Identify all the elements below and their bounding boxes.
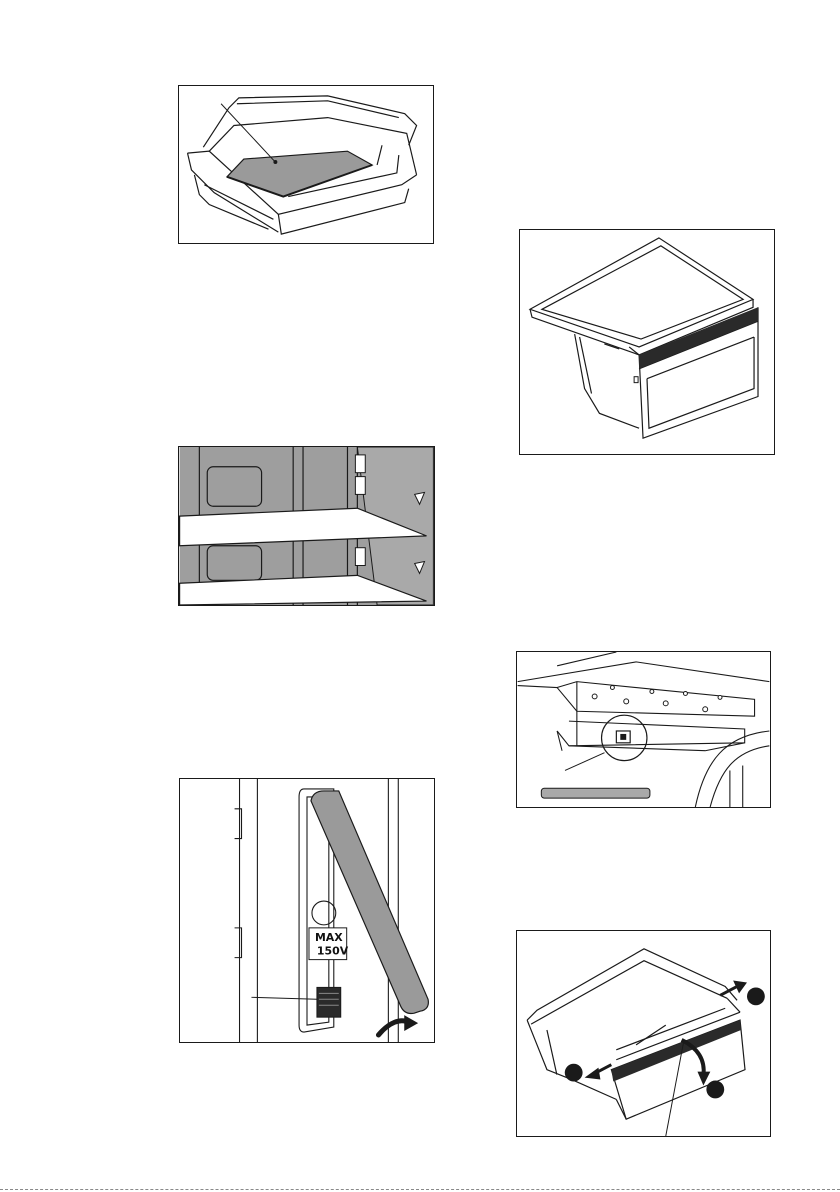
voltage-text: 150V bbox=[317, 945, 349, 958]
lamp-connector bbox=[317, 987, 341, 1017]
step-marker bbox=[706, 1081, 724, 1099]
door-lamp-illustration: MAX 150V bbox=[180, 779, 434, 1042]
step-marker bbox=[747, 987, 765, 1005]
step-marker bbox=[565, 1064, 583, 1082]
max-text: MAX bbox=[315, 931, 343, 944]
figure-drawer-removal bbox=[516, 930, 771, 1137]
freezer-drawer-illustration bbox=[520, 230, 774, 454]
figure-door-lamp-cover: MAX 150V bbox=[179, 778, 435, 1043]
figure-freezer-drawer bbox=[519, 229, 775, 455]
outward-arrow-icon bbox=[720, 981, 747, 996]
crisper-drawer-illustration bbox=[179, 86, 433, 243]
loose-shelf-bar bbox=[541, 788, 650, 798]
shelf-clip-illustration bbox=[517, 652, 770, 807]
drawer-front-strip bbox=[611, 1020, 741, 1081]
figure-glass-shelves bbox=[178, 446, 435, 606]
outward-arrow-icon bbox=[585, 1065, 612, 1080]
drawer-removal-illustration bbox=[517, 931, 770, 1136]
figure-shelf-clip-detail bbox=[516, 651, 771, 808]
figure-crisper-drawer bbox=[178, 85, 434, 244]
page-bottom-rule bbox=[0, 1189, 840, 1190]
glass-shelves-illustration bbox=[179, 447, 434, 605]
